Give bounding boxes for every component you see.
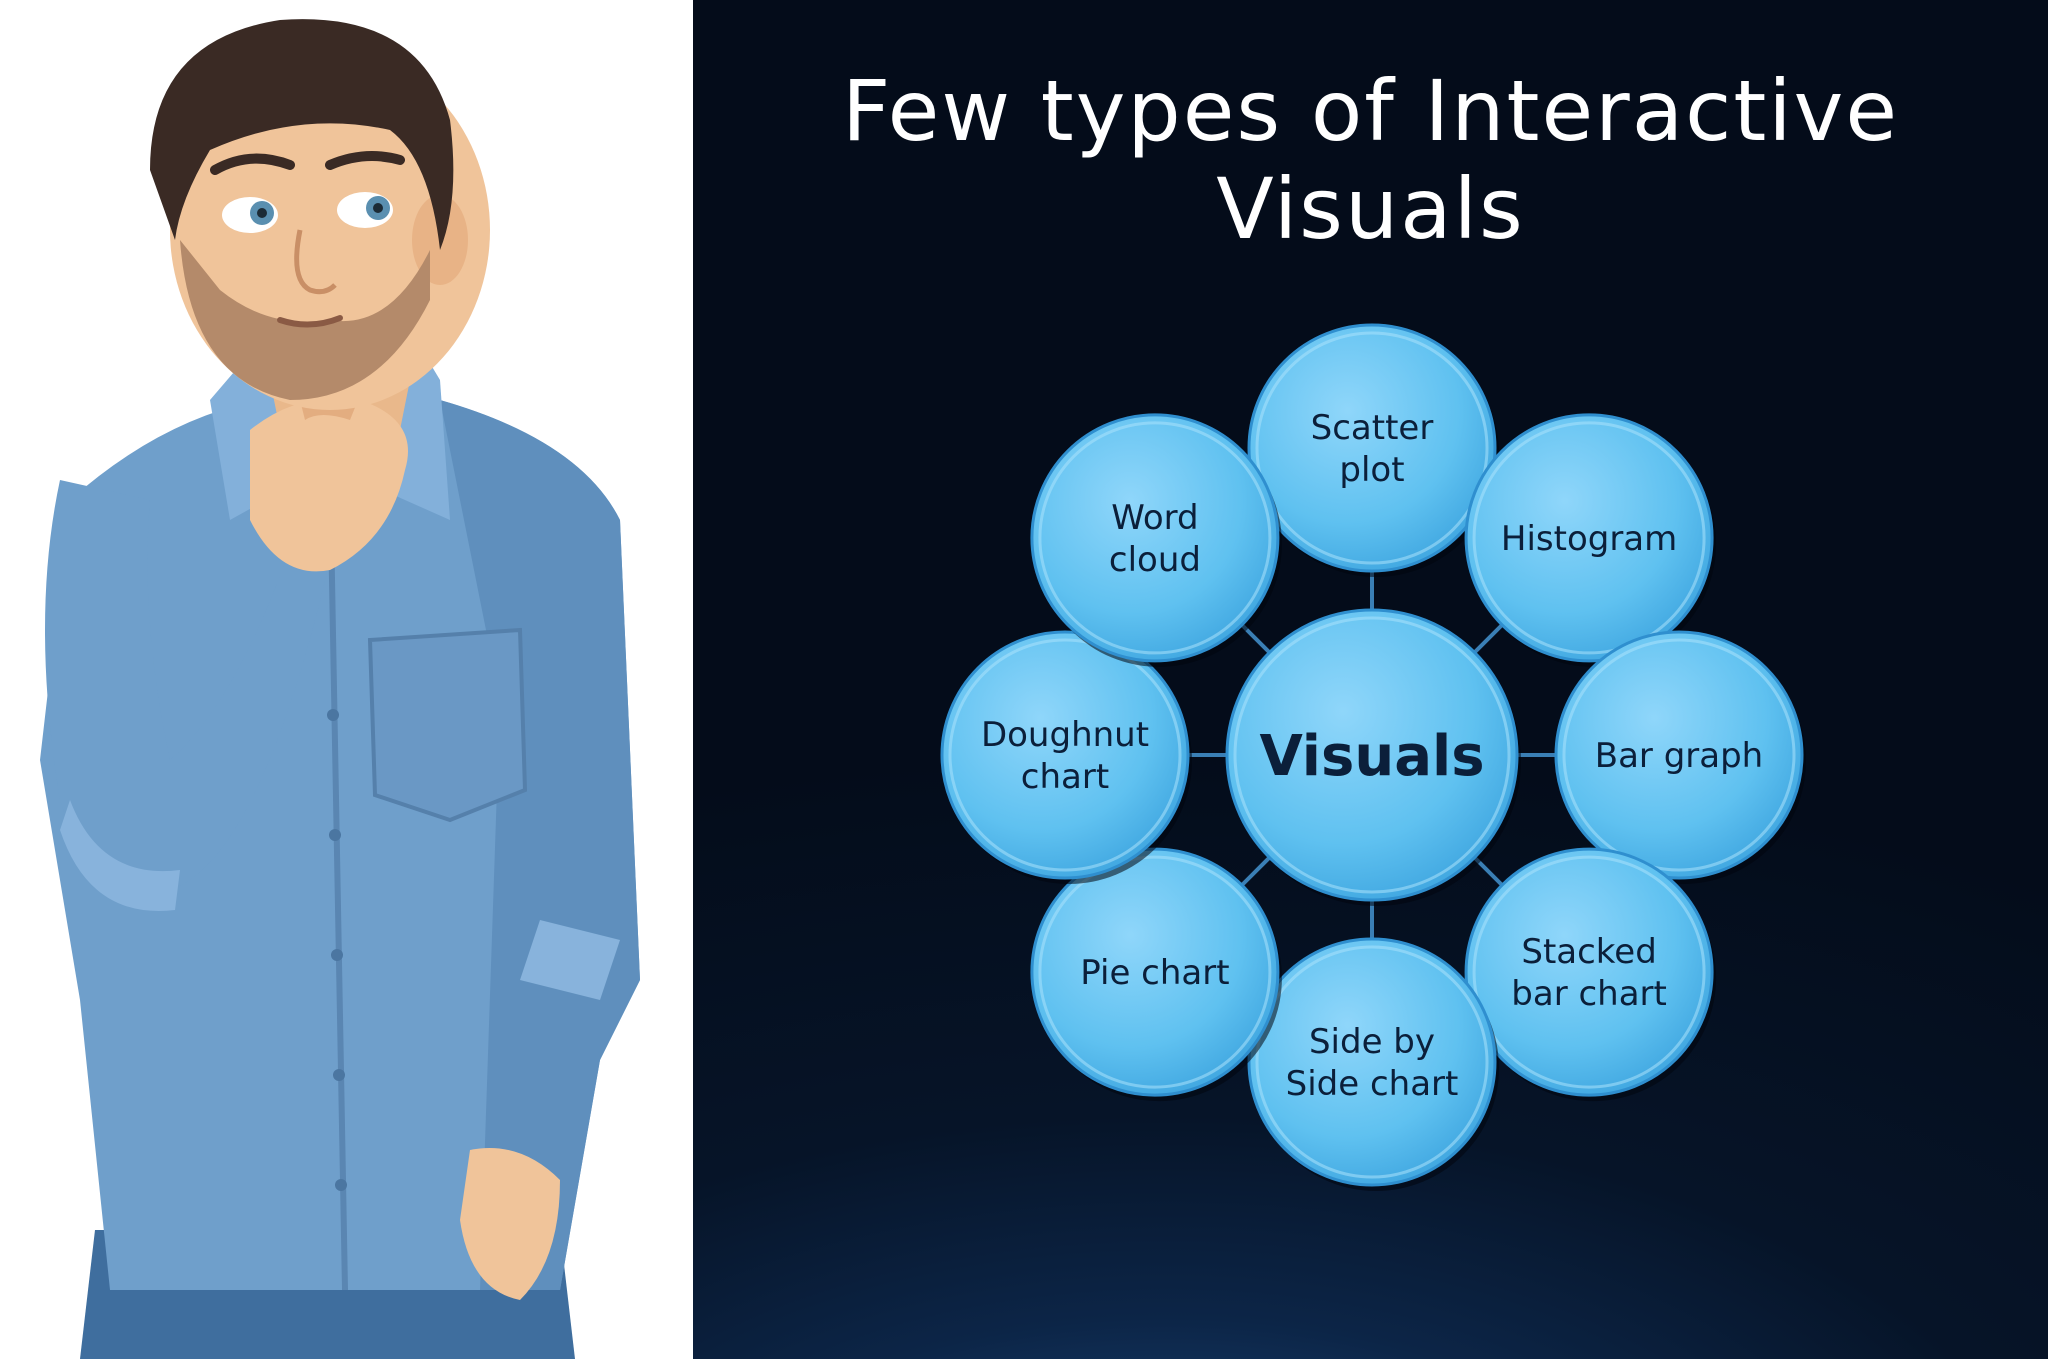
node-label-stacked-bar-chart: bar chart xyxy=(1511,974,1667,1014)
node-label-scatter-plot: plot xyxy=(1339,450,1404,490)
node-label-word-cloud: Word xyxy=(1111,498,1198,538)
node-label-side-by-side-chart: Side chart xyxy=(1286,1064,1459,1104)
slide-title: Few types of Interactive Visuals xyxy=(841,62,1900,258)
slide: Few types of Interactive Visuals Scatter… xyxy=(693,0,2048,1359)
node-label-pie-chart: Pie chart xyxy=(1080,953,1229,993)
connector-pie-chart xyxy=(1240,856,1271,887)
node-label-word-cloud: cloud xyxy=(1109,540,1201,580)
connector-histogram xyxy=(1473,623,1504,654)
node-label-doughnut-chart: chart xyxy=(1021,757,1109,797)
node-label-doughnut-chart: Doughnut xyxy=(981,715,1149,755)
node-pie-chart: Pie chart xyxy=(1030,847,1282,1102)
illustration-panel xyxy=(0,0,693,1359)
node-label-stacked-bar-chart: Stacked xyxy=(1521,932,1656,972)
node-label-side-by-side-chart: Side by xyxy=(1309,1022,1435,1062)
node-label-scatter-plot: Scatter xyxy=(1311,408,1434,448)
hub-label: Visuals xyxy=(1259,724,1484,789)
node-bar-graph: Bar graph xyxy=(1554,630,1806,884)
node-label-histogram: Histogram xyxy=(1501,519,1677,559)
thinking-man-illustration xyxy=(40,19,640,1359)
hub-visuals: Visuals xyxy=(1225,608,1521,906)
node-histogram: Histogram xyxy=(1464,413,1717,667)
node-label-bar-graph: Bar graph xyxy=(1595,736,1763,776)
